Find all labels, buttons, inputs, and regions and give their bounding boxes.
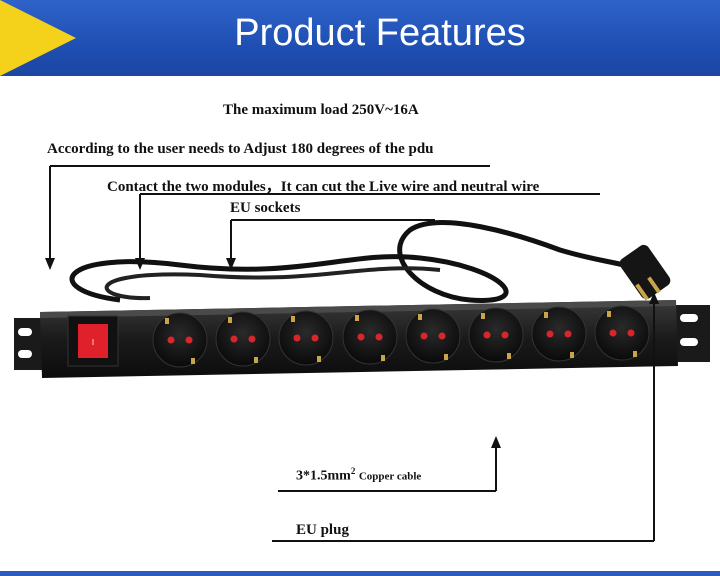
contact-modules-label: Contact the two modules，It can cut the L… — [107, 179, 540, 195]
eu-plug-label: EU plug — [296, 522, 349, 538]
header-bar: Product Features — [0, 0, 720, 76]
leader-lines — [45, 165, 659, 542]
power-cable — [69, 220, 641, 303]
copper-cable-label: 3*1.5mm2 Copper cable — [296, 466, 421, 485]
cable-type: Copper cable — [358, 470, 422, 483]
cable-spec-exponent: 2 — [350, 466, 356, 476]
adjust-label: According to the user needs to Adjust 18… — [47, 141, 434, 157]
yellow-arrow-icon — [0, 0, 76, 76]
footer-bar — [0, 571, 720, 576]
eu-sockets — [152, 305, 650, 368]
svg-text:I: I — [92, 338, 94, 347]
eu-plug-icon — [619, 244, 671, 301]
page-title: Product Features — [234, 12, 526, 54]
max-load-label: The maximum load 250V~16A — [223, 102, 419, 118]
power-switch: I — [67, 315, 119, 367]
cable-spec: 3*1.5mm — [296, 468, 351, 484]
eu-sockets-label: EU sockets — [230, 200, 301, 216]
